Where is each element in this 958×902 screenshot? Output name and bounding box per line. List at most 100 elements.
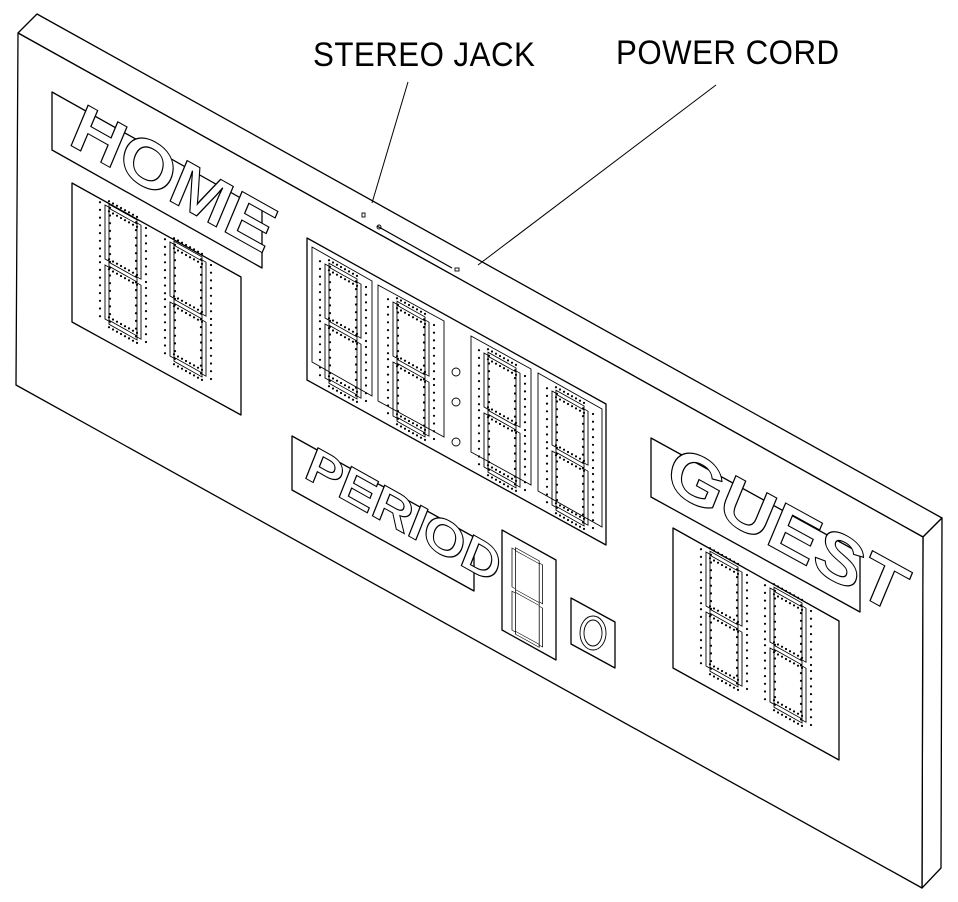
led-dot: [699, 615, 703, 619]
led-dot: [736, 562, 740, 566]
led-dot: [562, 448, 566, 451]
led-dot: [799, 619, 803, 622]
led-dot: [163, 344, 167, 347]
led-dot: [799, 642, 803, 646]
led-dot: [119, 216, 123, 220]
led-dot: [799, 612, 803, 615]
led-dot: [510, 361, 514, 364]
led-dot: [331, 377, 335, 380]
led-dot: [554, 396, 558, 399]
led-dot: [809, 633, 813, 636]
led-dot: [545, 433, 549, 436]
led-dot: [773, 672, 777, 676]
led-dot: [318, 320, 322, 323]
led-dot: [477, 356, 481, 359]
led-dot: [780, 713, 784, 716]
led-dot: [578, 525, 582, 528]
led-dot: [331, 261, 335, 264]
led-dot: [487, 461, 491, 464]
led-dot: [172, 295, 176, 298]
led-dot: [581, 521, 585, 524]
led-dot: [562, 506, 566, 509]
led-dot: [144, 340, 148, 344]
led-dot: [134, 281, 138, 284]
led-dot: [558, 504, 562, 507]
led-dot: [735, 576, 739, 579]
led-dot: [582, 469, 586, 472]
led-dot: [566, 450, 570, 454]
led-dot: [581, 430, 585, 433]
led-dot: [477, 395, 481, 398]
led-dot: [728, 626, 732, 629]
led-dot: [735, 643, 739, 646]
led-dot: [545, 441, 549, 444]
led-dot: [792, 652, 796, 655]
led-dot: [111, 202, 115, 205]
led-dot: [709, 576, 713, 580]
led-dot: [745, 612, 749, 615]
led-dot: [513, 377, 517, 380]
led-dot: [591, 480, 595, 483]
led-dot: [354, 371, 358, 374]
led-dot: [763, 638, 767, 641]
led-dot: [490, 466, 494, 469]
led-dot: [776, 585, 780, 588]
led-dot: [498, 354, 502, 358]
led-dot: [796, 712, 800, 715]
led-dot: [209, 347, 213, 350]
led-dot: [180, 357, 184, 360]
led-dot: [578, 515, 582, 518]
led-dot: [570, 395, 574, 398]
led-dot: [581, 482, 585, 485]
led-dot: [699, 646, 703, 649]
led-dot: [591, 519, 595, 522]
led-dot: [108, 282, 112, 285]
led-dot: [784, 599, 788, 603]
led-dot: [732, 676, 736, 679]
led-dot: [800, 724, 804, 728]
led-dot: [487, 377, 491, 380]
led-dot: [364, 301, 368, 304]
led-dot: [523, 458, 527, 461]
led-dot: [386, 358, 390, 361]
led-dot: [134, 259, 138, 262]
led-dot: [199, 349, 203, 352]
led-dot: [732, 570, 736, 573]
led-dot: [144, 226, 148, 230]
led-dot: [347, 328, 351, 331]
led-dot: [144, 257, 148, 260]
led-dot: [123, 325, 127, 328]
home-digit-board: [71, 182, 242, 416]
led-dot: [591, 451, 595, 454]
led-dot: [396, 326, 400, 329]
led-dot: [111, 212, 115, 215]
led-dot: [209, 294, 213, 297]
led-dot: [432, 437, 436, 441]
led-dot: [763, 630, 767, 633]
led-dot: [800, 666, 804, 670]
led-dot: [745, 641, 749, 644]
led-dot: [351, 272, 355, 275]
led-dot: [328, 341, 332, 344]
led-dot: [108, 229, 112, 232]
led-dot: [494, 410, 498, 413]
led-dot: [335, 389, 339, 392]
led-dot: [545, 394, 549, 397]
led-dot: [364, 369, 368, 372]
led-dot: [763, 622, 767, 625]
led-dot: [396, 417, 400, 420]
clock-cell-1: [311, 246, 373, 397]
led-dot: [354, 295, 358, 298]
led-dot: [545, 425, 549, 428]
led-dot: [163, 313, 167, 316]
led-dot: [581, 498, 585, 501]
led-dot: [799, 710, 803, 713]
led-dot: [111, 270, 115, 273]
led-dot: [809, 685, 813, 688]
led-dot: [581, 415, 585, 418]
period-digit-panel: [501, 529, 557, 661]
led-dot: [123, 219, 127, 222]
led-dot: [555, 446, 559, 449]
led-dot: [477, 403, 481, 406]
led-dot: [581, 438, 585, 441]
